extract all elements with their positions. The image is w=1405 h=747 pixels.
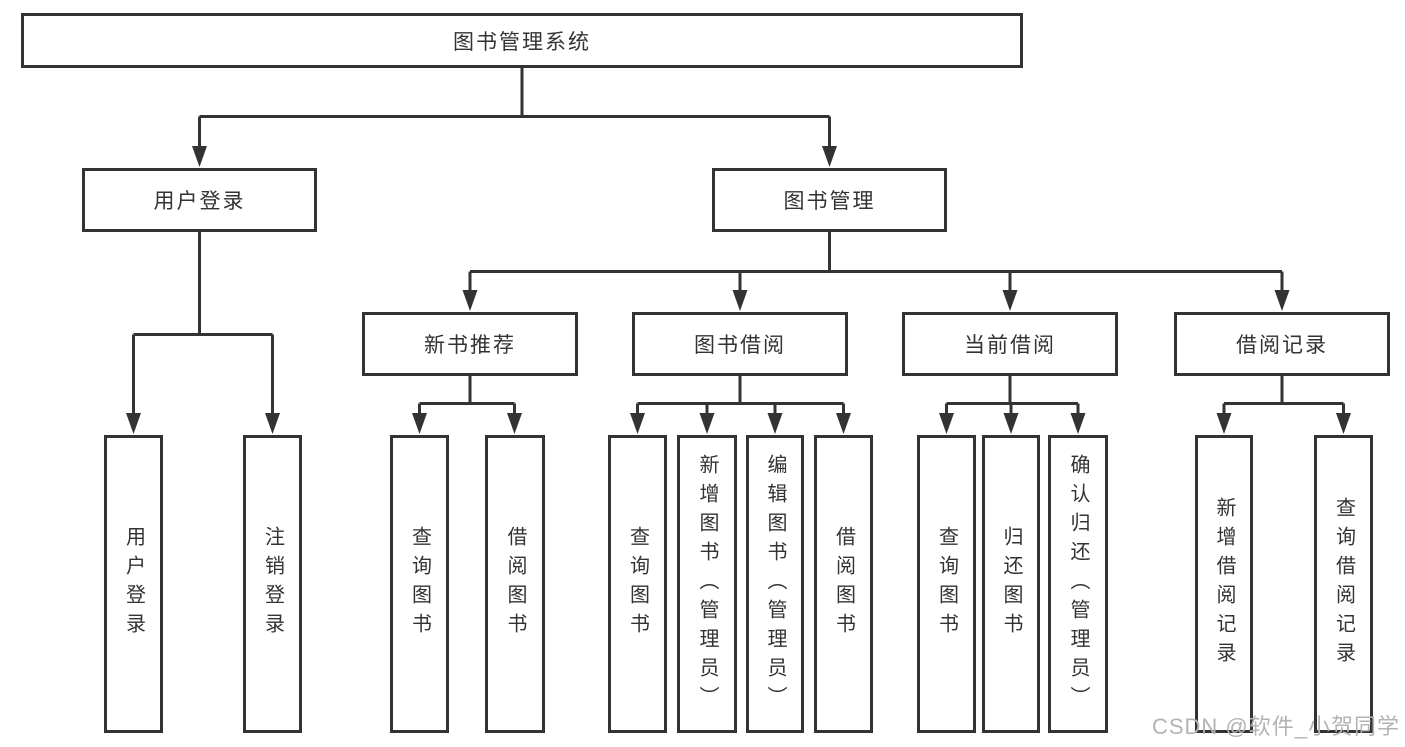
leaf-query-books-current: 查询图书 <box>917 435 976 733</box>
node-label: 用户登录 <box>153 190 246 213</box>
leaf-confirm-return-admin: 确认归还（管理员） <box>1048 435 1108 733</box>
leaf-label: 借阅图书 <box>832 526 855 642</box>
connector-book-mgmt-children <box>462 232 1290 311</box>
node-label: 图书管理系统 <box>453 30 591 54</box>
node-borrow-record: 借阅记录 <box>1174 312 1390 376</box>
connector-book-borrow-children <box>630 376 851 434</box>
connector-user-login-children <box>126 232 280 434</box>
leaf-borrow-books-recommend: 借阅图书 <box>485 435 545 733</box>
node-book-management: 图书管理 <box>712 168 947 232</box>
node-user-login: 用户登录 <box>82 168 317 232</box>
leaf-add-books-admin: 新增图书（管理员） <box>677 435 737 733</box>
node-label: 借阅记录 <box>1236 334 1328 357</box>
leaf-label: 查询图书 <box>408 526 431 642</box>
leaf-borrow-books: 借阅图书 <box>814 435 873 733</box>
leaf-add-borrow-record: 新增借阅记录 <box>1195 435 1253 733</box>
leaf-edit-books-admin: 编辑图书（管理员） <box>746 435 804 733</box>
leaf-return-books: 归还图书 <box>982 435 1040 733</box>
leaf-label: 查询图书 <box>626 526 649 642</box>
node-current-borrow: 当前借阅 <box>902 312 1118 376</box>
leaf-query-books-recommend: 查询图书 <box>390 435 449 733</box>
leaf-user-login: 用户登录 <box>104 435 163 733</box>
leaf-label: 确认归还（管理员） <box>1067 453 1089 715</box>
connector-borrow-record-children <box>1216 376 1351 434</box>
node-label: 新书推荐 <box>424 334 516 357</box>
node-root-system: 图书管理系统 <box>21 13 1023 68</box>
leaf-query-borrow-record: 查询借阅记录 <box>1314 435 1373 733</box>
leaf-label: 归还图书 <box>1000 526 1022 642</box>
leaf-label: 编辑图书（管理员） <box>764 453 786 715</box>
node-book-borrow: 图书借阅 <box>632 312 848 376</box>
watermark-text: CSDN @软件_小贺同学 <box>1151 714 1400 739</box>
leaf-label: 借阅图书 <box>504 526 526 642</box>
node-new-book-recommend: 新书推荐 <box>362 312 578 376</box>
node-label: 图书借阅 <box>694 334 786 357</box>
connector-current-borrow-children <box>939 376 1086 434</box>
leaf-label: 新增借阅记录 <box>1213 497 1235 671</box>
node-label: 当前借阅 <box>964 334 1056 357</box>
leaf-logout: 注销登录 <box>243 435 302 733</box>
connector-root-to-level2 <box>192 68 837 167</box>
leaf-query-books-borrow: 查询图书 <box>608 435 667 733</box>
connector-new-book-children <box>412 376 522 434</box>
leaf-label: 新增图书（管理员） <box>696 453 718 715</box>
leaf-label: 用户登录 <box>122 526 145 642</box>
node-label: 图书管理 <box>783 190 876 213</box>
leaf-label: 注销登录 <box>261 526 284 642</box>
leaf-label: 查询借阅记录 <box>1332 497 1355 671</box>
leaf-label: 查询图书 <box>935 526 958 642</box>
